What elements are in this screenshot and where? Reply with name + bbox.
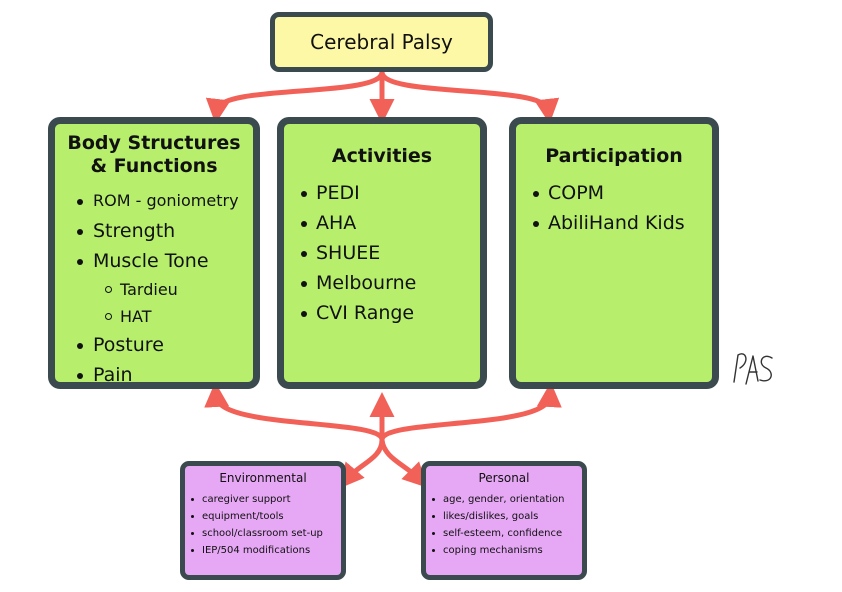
list-item: self-esteem, confidence [426, 525, 582, 542]
arrow-hub-to-participation [379, 382, 562, 443]
list-item: Melbourne [284, 268, 480, 298]
list-item: equipment/tools [185, 508, 341, 525]
arrow-root-to-body [205, 69, 385, 124]
factor-title: Personal [478, 471, 530, 485]
list-item: IEP/504 modifications [185, 542, 341, 559]
list-item: coping mechanisms [426, 542, 582, 559]
list-item: SHUEE [284, 238, 480, 268]
panel-activities: Activities PEDI AHA SHUEE Melbourne CVI … [277, 117, 487, 389]
list-item: Pain [55, 360, 253, 390]
list-item: COPM [516, 178, 712, 208]
environmental-items: caregiver support equipment/tools school… [185, 491, 341, 559]
list-item: age, gender, orientation [426, 491, 582, 508]
factor-title: Environmental [219, 471, 307, 485]
list-item: ROM - goniometry [55, 186, 253, 216]
panel-participation: Participation COPM AbiliHand Kids [509, 117, 719, 389]
list-item: Muscle Tone [55, 246, 253, 276]
body-items: ROM - goniometry Strength Muscle Tone [55, 186, 253, 276]
body-items-continued: Posture Pain [55, 330, 253, 390]
list-item: PEDI [284, 178, 480, 208]
participation-items: COPM AbiliHand Kids [516, 178, 712, 238]
list-item: Strength [55, 216, 253, 246]
sub-list-item: HAT [55, 303, 253, 330]
factor-environmental: Environmental caregiver support equipmen… [180, 461, 346, 580]
panel-title: Activities [331, 145, 433, 167]
arrow-hub-to-body [204, 382, 385, 443]
arrow-hub-to-environmental [338, 437, 385, 489]
list-item: school/classroom set-up [185, 525, 341, 542]
activities-items: PEDI AHA SHUEE Melbourne CVI Range [284, 178, 480, 328]
list-item: CVI Range [284, 298, 480, 328]
list-item: likes/dislikes, goals [426, 508, 582, 525]
panel-title-line-2: & Functions [90, 155, 218, 177]
panel-body-structures: Body Structures & Functions ROM - goniom… [48, 117, 260, 389]
sub-list-item: Tardieu [55, 276, 253, 303]
panel-title: Participation [545, 145, 683, 167]
list-item: Posture [55, 330, 253, 360]
root-label: Cerebral Palsy [310, 30, 453, 54]
personal-items: age, gender, orientation likes/dislikes,… [426, 491, 582, 559]
muscle-tone-sub-items: Tardieu HAT [55, 276, 253, 330]
list-item: AbiliHand Kids [516, 208, 712, 238]
signature-mark [733, 353, 773, 385]
list-item: caregiver support [185, 491, 341, 508]
panel-title: Body Structures & Functions [55, 132, 253, 178]
root-node-cerebral-palsy: Cerebral Palsy [270, 12, 493, 72]
list-item: AHA [284, 208, 480, 238]
factor-personal: Personal age, gender, orientation likes/… [421, 461, 587, 580]
arrow-hub-to-personal [379, 437, 428, 488]
panel-title-line-1: Body Structures [67, 132, 241, 154]
arrow-root-to-participation [379, 69, 560, 124]
